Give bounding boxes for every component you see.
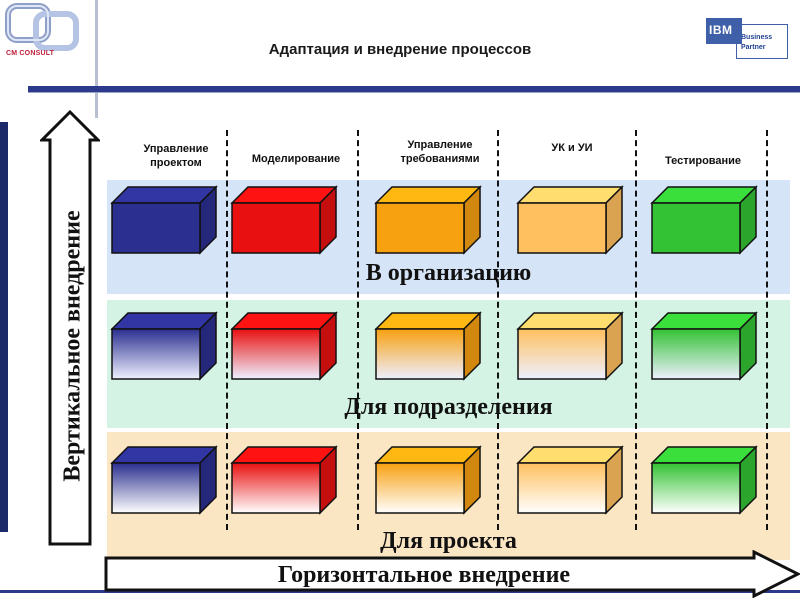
- process-box-front: [517, 328, 607, 380]
- process-box-front: [375, 462, 465, 514]
- horizontal-arrow: [104, 550, 800, 598]
- process-box-top: [110, 446, 218, 464]
- column-separator: [497, 130, 499, 530]
- process-box: [110, 445, 218, 515]
- process-box-front: [375, 202, 465, 254]
- process-box: [516, 311, 624, 381]
- process-box-top: [110, 186, 218, 204]
- ibm-brand: IBM: [709, 23, 733, 37]
- process-box: [110, 185, 218, 255]
- band-label-division: Для подразделения: [344, 394, 553, 420]
- column-header-testing: Тестирование: [664, 155, 742, 167]
- logo-text: CM CONSULT: [6, 50, 55, 57]
- process-box: [230, 185, 338, 255]
- process-box: [650, 185, 758, 255]
- process-box-front: [231, 462, 321, 514]
- column-header-modeling: Моделирование: [251, 153, 341, 165]
- vertical-axis-label: Вертикальное внедрение: [59, 210, 86, 482]
- partner-box: Business Partner: [736, 24, 788, 59]
- process-box: [516, 185, 624, 255]
- process-box-top: [516, 446, 624, 464]
- process-box: [516, 445, 624, 515]
- column-separator: [766, 130, 768, 530]
- vertical-arrow: [40, 109, 100, 546]
- process-box-front: [231, 328, 321, 380]
- process-box: [374, 311, 482, 381]
- partner-line-1: Business: [741, 34, 773, 41]
- process-box-top: [650, 312, 758, 330]
- page-title: Адаптация и внедрение процессов: [268, 41, 532, 58]
- process-box-top: [110, 312, 218, 330]
- process-box: [374, 185, 482, 255]
- header-rule-thin: [28, 92, 800, 93]
- process-box: [650, 445, 758, 515]
- process-box-top: [516, 186, 624, 204]
- process-box: [650, 311, 758, 381]
- band-label-project: Для проекта: [380, 528, 517, 554]
- process-box-top: [516, 312, 624, 330]
- column-separator: [357, 130, 359, 530]
- band-label-organization: В организацию: [365, 260, 532, 286]
- column-separator: [635, 130, 637, 530]
- process-box-top: [374, 446, 482, 464]
- process-box-front: [517, 202, 607, 254]
- process-box: [230, 311, 338, 381]
- process-box-front: [651, 202, 741, 254]
- process-box: [374, 445, 482, 515]
- process-box: [110, 311, 218, 381]
- ibm-business-partner-logo: Business Partner IBM: [706, 18, 788, 59]
- column-header-config-change-management: УК и УИ: [551, 142, 593, 154]
- partner-line-2: Partner: [741, 44, 766, 51]
- process-box-front: [517, 462, 607, 514]
- column-separator: [226, 130, 228, 530]
- process-box-front: [111, 328, 201, 380]
- process-box-top: [650, 446, 758, 464]
- header-rule: [28, 86, 800, 92]
- process-box-top: [230, 312, 338, 330]
- process-box-front: [651, 462, 741, 514]
- header-vertical-rule: [95, 0, 98, 118]
- process-box-front: [111, 202, 201, 254]
- process-box-top: [374, 186, 482, 204]
- process-box-top: [650, 186, 758, 204]
- process-box-top: [374, 312, 482, 330]
- left-accent-bar: [0, 122, 8, 532]
- horizontal-axis-label: Горизонтальное внедрение: [277, 562, 571, 588]
- ibm-brand-box: IBM: [706, 18, 742, 44]
- process-box-front: [111, 462, 201, 514]
- process-box-top: [230, 446, 338, 464]
- process-box-front: [651, 328, 741, 380]
- process-box-top: [230, 186, 338, 204]
- cm-consult-logo: CM CONSULT: [0, 0, 95, 75]
- process-box-front: [231, 202, 321, 254]
- process-box: [230, 445, 338, 515]
- process-box-front: [375, 328, 465, 380]
